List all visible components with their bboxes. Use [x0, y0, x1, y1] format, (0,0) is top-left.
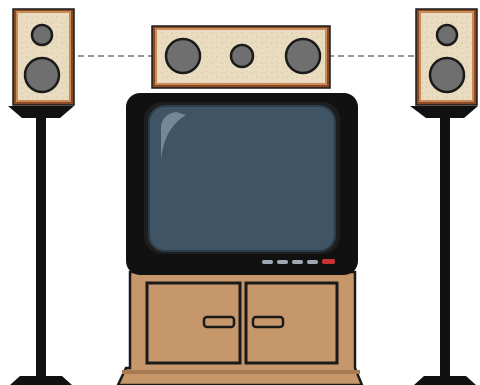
- left-speaker-stand: [8, 106, 74, 385]
- tv-button-2: [277, 260, 288, 264]
- cabinet-left-handle: [202, 315, 236, 329]
- tv-button-4: [307, 260, 318, 264]
- left-speaker: [12, 8, 75, 106]
- tv-power-led: [322, 259, 335, 264]
- crt-television: [126, 93, 358, 275]
- tv-button-1: [262, 260, 273, 264]
- right-speaker-tweeter: [435, 23, 459, 47]
- tv-front-buttons: [262, 259, 335, 264]
- cabinet-base-shadow: [122, 370, 360, 374]
- cabinet-left-door: [145, 281, 242, 365]
- center-speaker-tweeter: [229, 43, 255, 69]
- center-speaker-right-woofer: [284, 37, 322, 75]
- left-speaker-tweeter: [30, 23, 54, 47]
- left-speaker-woofer: [23, 56, 61, 94]
- tv-screen-glare: [161, 112, 186, 160]
- tv-cabinet: [116, 270, 364, 385]
- right-speaker-stand: [410, 106, 478, 385]
- center-speaker-left-woofer: [164, 37, 202, 75]
- tv-button-3: [292, 260, 303, 264]
- cabinet-right-handle: [251, 315, 285, 329]
- right-speaker: [415, 8, 478, 106]
- tv-screen: [148, 105, 336, 252]
- right-speaker-woofer: [428, 56, 466, 94]
- center-speaker: [151, 25, 331, 89]
